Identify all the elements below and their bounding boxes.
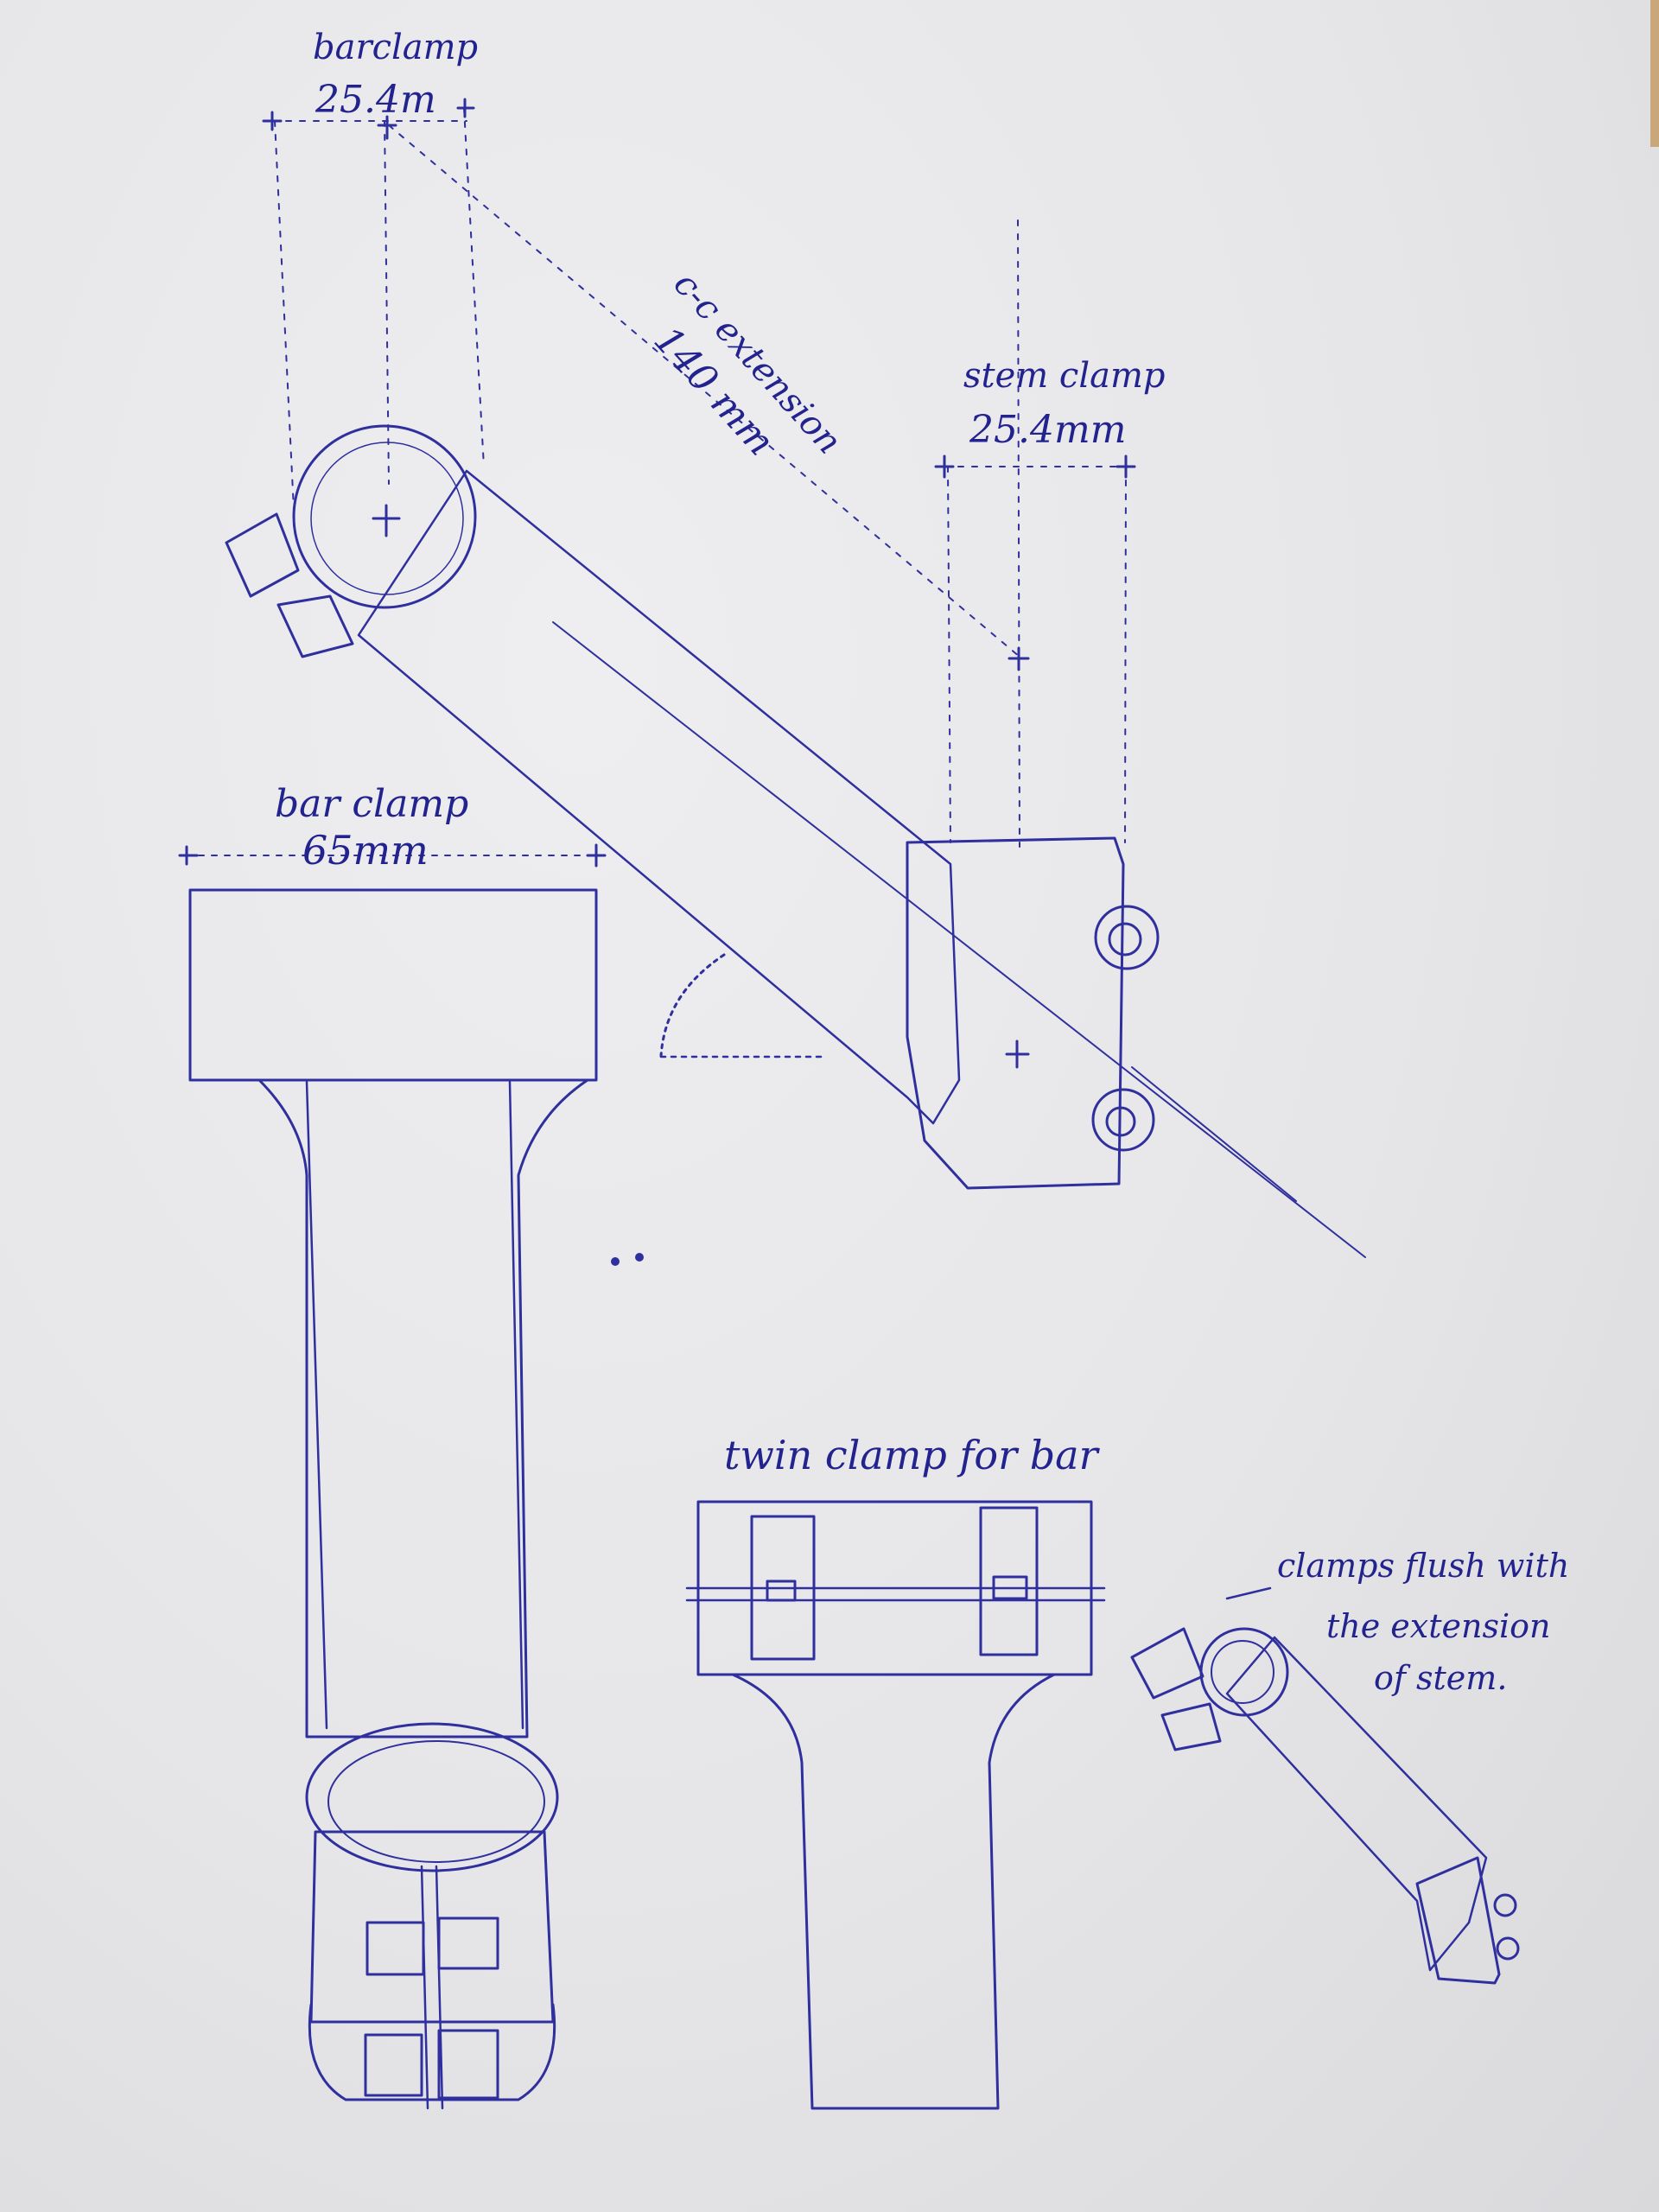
stem-clamp-label: stem clamp — [963, 356, 1166, 396]
stem-clamp-dim: 25.4mm — [969, 408, 1126, 452]
wooden-edge — [1650, 0, 1659, 147]
barclamp-circle — [292, 424, 477, 609]
twin-clamp-label: twin clamp for bar — [724, 1432, 1101, 1478]
small-perspective-sketch: clamps flush with the extension of stem. — [1130, 1547, 1569, 1985]
stem-clamp-bolt-icon — [1091, 905, 1160, 1152]
note-line-3: of stem. — [1374, 1659, 1507, 1697]
faceplate-bolt-icon — [225, 512, 300, 598]
note-line-2: the extension — [1326, 1607, 1550, 1645]
twin-clamp-bolt-icon — [750, 1506, 1039, 1661]
note-line-1: clamps flush with — [1277, 1547, 1569, 1585]
twin-clamp-detail: twin clamp for bar — [685, 1432, 1106, 2110]
bar-clamp-width-label: bar clamp — [275, 782, 468, 826]
barclamp-label: barclamp — [313, 28, 478, 67]
side-view-stem: barclamp 25.4m c-c extension 140 mm stem… — [225, 28, 1366, 1258]
steerer-ellipse — [305, 1722, 559, 1872]
bar-clamp-width-dim: 65mm — [302, 827, 429, 874]
barclamp-dim: 25.4m — [315, 78, 436, 122]
front-view-stem: bar clamp 65mm — [178, 782, 644, 2110]
steerer-bolt-icon — [364, 1916, 499, 2100]
